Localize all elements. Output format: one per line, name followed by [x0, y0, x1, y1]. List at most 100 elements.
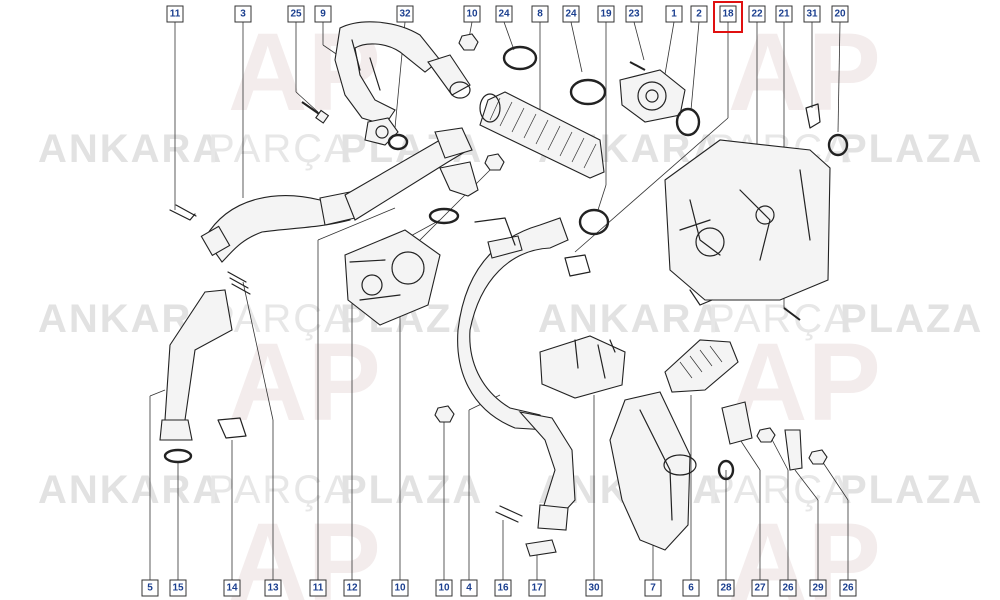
bracket-part-22 — [564, 254, 591, 277]
callout-number: 30 — [588, 583, 600, 594]
watermark-word: PLAZA — [840, 297, 983, 341]
callout-label[interactable]: 6 — [682, 579, 700, 597]
callout-label[interactable]: 10 — [463, 5, 481, 23]
callout-label[interactable]: 14 — [223, 579, 241, 597]
callout-label[interactable]: 32 — [396, 5, 414, 23]
callout-label[interactable]: 21 — [775, 5, 793, 23]
leader-line — [819, 457, 849, 501]
callout-number: 11 — [313, 583, 324, 594]
callout-number: 1 — [671, 9, 677, 20]
clip-part-14 — [217, 417, 247, 439]
callout-number: 23 — [628, 9, 640, 20]
callout-number: 16 — [497, 583, 509, 594]
callout-label[interactable]: 22 — [748, 5, 766, 23]
clamp-part-19 — [578, 208, 610, 236]
watermark-word: ANKARA — [538, 297, 723, 341]
callout-label[interactable]: 26 — [779, 579, 797, 597]
bottom-callouts: 5 15 14 13 11 12 10 10 4 16 17 30 7 6 28… — [141, 579, 857, 597]
o-ring-part-2 — [675, 107, 701, 137]
callout-label[interactable]: 8 — [531, 5, 549, 23]
callout-label[interactable]: 10 — [435, 579, 453, 597]
callout-number: 10 — [394, 583, 406, 594]
callout-label-highlighted[interactable]: 18 — [713, 1, 743, 33]
callout-number: 5 — [147, 583, 153, 594]
watermark-logo: AP — [228, 321, 381, 444]
callout-label[interactable]: 16 — [494, 579, 512, 597]
callout-label[interactable]: 7 — [644, 579, 662, 597]
callout-label[interactable]: 27 — [751, 579, 769, 597]
engine-block — [664, 139, 831, 306]
turbo-assembly — [344, 229, 441, 326]
box-part-30 — [539, 335, 626, 399]
nut-part-10 — [434, 33, 505, 423]
callout-number: 17 — [531, 583, 543, 594]
callout-label[interactable]: 5 — [141, 579, 159, 597]
callout-number: 12 — [346, 583, 358, 594]
o-ring-part-15 — [163, 448, 193, 464]
callout-label[interactable]: 1 — [665, 5, 683, 23]
leader-line — [295, 91, 319, 113]
callout-label[interactable]: 29 — [809, 579, 827, 597]
callout-number: 8 — [537, 9, 543, 20]
callout-number: 7 — [650, 583, 656, 594]
parts-drawing — [159, 21, 849, 557]
screw-part-23 — [629, 61, 646, 71]
callout-label[interactable]: 20 — [831, 5, 849, 23]
callout-label[interactable]: 24 — [495, 5, 513, 23]
callout-label[interactable]: 15 — [169, 579, 187, 597]
clamp-part-24 — [502, 45, 607, 106]
leader-line — [149, 389, 166, 397]
leader-line — [597, 184, 607, 211]
spring-part-13 — [227, 271, 251, 295]
bracket-part-29 — [784, 429, 803, 471]
clip-part-31 — [805, 103, 821, 129]
callout-label[interactable]: 19 — [597, 5, 615, 23]
callout-label[interactable]: 11 — [166, 5, 184, 23]
callout-number: 10 — [438, 583, 450, 594]
pipe-part-5 — [159, 289, 233, 441]
connector-part-11 — [474, 217, 516, 246]
callout-number: 3 — [240, 9, 246, 20]
leader-line — [570, 21, 583, 73]
callout-number: 9 — [320, 9, 326, 20]
gasket-part-32 — [364, 117, 409, 151]
callout-number: 26 — [782, 583, 794, 594]
callout-number: 21 — [778, 9, 790, 20]
callout-label[interactable]: 28 — [717, 579, 735, 597]
callout-number: 29 — [812, 583, 824, 594]
callout-label[interactable]: 4 — [460, 579, 478, 597]
bracket-part-27 — [721, 401, 753, 445]
sleeve-part-9 — [427, 54, 471, 99]
sensor-part-1 — [619, 69, 686, 123]
callout-label[interactable]: 13 — [264, 579, 282, 597]
callout-number: 10 — [466, 9, 478, 20]
callout-label[interactable]: 12 — [343, 579, 361, 597]
leader-line — [633, 21, 645, 61]
callout-number: 13 — [267, 583, 279, 594]
callout-label[interactable]: 30 — [585, 579, 603, 597]
elbow-part-10 — [439, 161, 479, 197]
callout-label[interactable]: 10 — [391, 579, 409, 597]
callout-label[interactable]: 9 — [314, 5, 332, 23]
callout-number: 11 — [170, 9, 181, 20]
callout-number: 2 — [696, 9, 702, 20]
callout-label[interactable]: 23 — [625, 5, 643, 23]
callout-label[interactable]: 2 — [690, 5, 708, 23]
callout-label[interactable]: 31 — [803, 5, 821, 23]
grommet-part-20 — [827, 133, 849, 157]
callout-label[interactable]: 11 — [309, 579, 327, 597]
callout-number: 25 — [290, 9, 302, 20]
callout-label[interactable]: 26 — [839, 579, 857, 597]
leader-line — [663, 21, 675, 81]
callout-label[interactable]: 17 — [528, 579, 546, 597]
leader-line — [837, 21, 841, 133]
callout-label[interactable]: 3 — [234, 5, 252, 23]
watermark-word: PARÇA — [208, 127, 353, 171]
callout-number: 27 — [754, 583, 766, 594]
top-callouts: 11 3 25 9 32 10 24 8 24 19 23 1 2 18 22 … — [166, 1, 849, 33]
gasket-part-17 — [525, 539, 557, 557]
watermark-word: ANKARA — [38, 127, 223, 171]
callout-label[interactable]: 25 — [287, 5, 305, 23]
callout-label[interactable]: 24 — [562, 5, 580, 23]
